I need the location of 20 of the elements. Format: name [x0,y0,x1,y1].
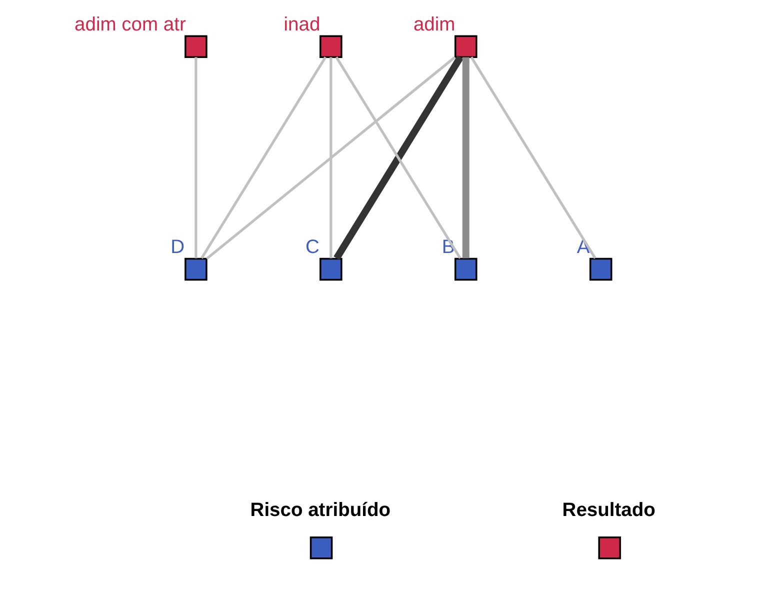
legend-label: Resultado [562,500,656,522]
node-box [454,258,478,281]
connector [200,56,327,259]
node-label: D [170,237,185,258]
connector [462,57,470,258]
legend-label: Risco atribuído [250,500,391,522]
connector [206,56,456,260]
connector [330,57,332,258]
node-box [184,258,208,281]
node-label: adim com atr [74,14,186,36]
node-box [320,258,342,281]
node-box [454,35,478,58]
node-label: adim [413,14,456,36]
node-box [589,258,612,281]
node-label: inad [284,14,320,36]
node-box [320,35,342,58]
node-label: C [306,237,320,258]
node-box [184,35,208,58]
connector [470,56,596,259]
connector [194,57,198,258]
